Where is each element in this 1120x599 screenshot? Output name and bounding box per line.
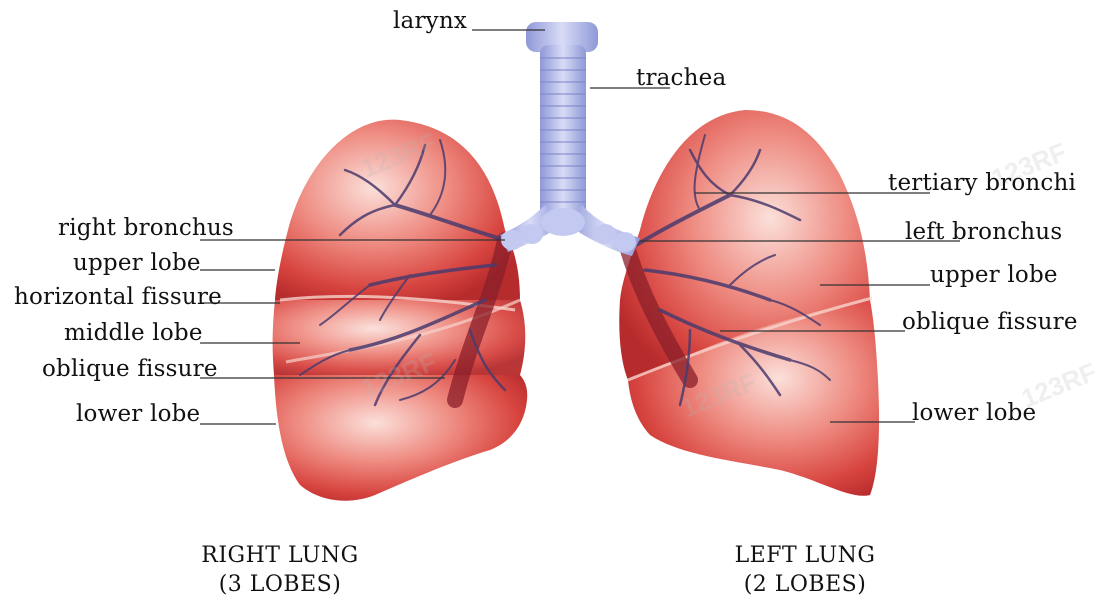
- label-tertiary-bronchi: tertiary bronchi: [888, 172, 1076, 195]
- right-upper-lobe: [275, 120, 520, 300]
- label-left-lower-lobe: lower lobe: [912, 402, 1036, 425]
- trachea-shape: [540, 45, 586, 220]
- label-right-upper-lobe: upper lobe: [73, 252, 201, 275]
- label-right-oblique-fissure: oblique fissure: [42, 358, 218, 381]
- label-horizontal-fissure: horizontal fissure: [14, 286, 222, 309]
- label-left-bronchus: left bronchus: [905, 221, 1062, 244]
- left-lung: [619, 110, 879, 496]
- right-lower-lobe: [274, 375, 527, 501]
- label-larynx: larynx: [393, 10, 467, 33]
- left-lung-title: LEFT LUNG: [675, 542, 935, 571]
- label-middle-lobe: middle lobe: [64, 322, 203, 345]
- label-right-lower-lobe: lower lobe: [76, 403, 200, 426]
- airway: [500, 22, 640, 256]
- left-lung-lobe-count: (2 LOBES): [675, 571, 935, 599]
- left-lung-caption: LEFT LUNG (2 LOBES): [675, 542, 935, 599]
- right-lung-title: RIGHT LUNG: [150, 542, 410, 571]
- label-right-bronchus: right bronchus: [58, 217, 234, 240]
- label-trachea: trachea: [636, 67, 726, 90]
- right-lung-caption: RIGHT LUNG (3 LOBES): [150, 542, 410, 599]
- right-lung-lobe-count: (3 LOBES): [150, 571, 410, 599]
- label-left-upper-lobe: upper lobe: [930, 264, 1058, 287]
- label-left-oblique-fissure: oblique fissure: [902, 311, 1078, 334]
